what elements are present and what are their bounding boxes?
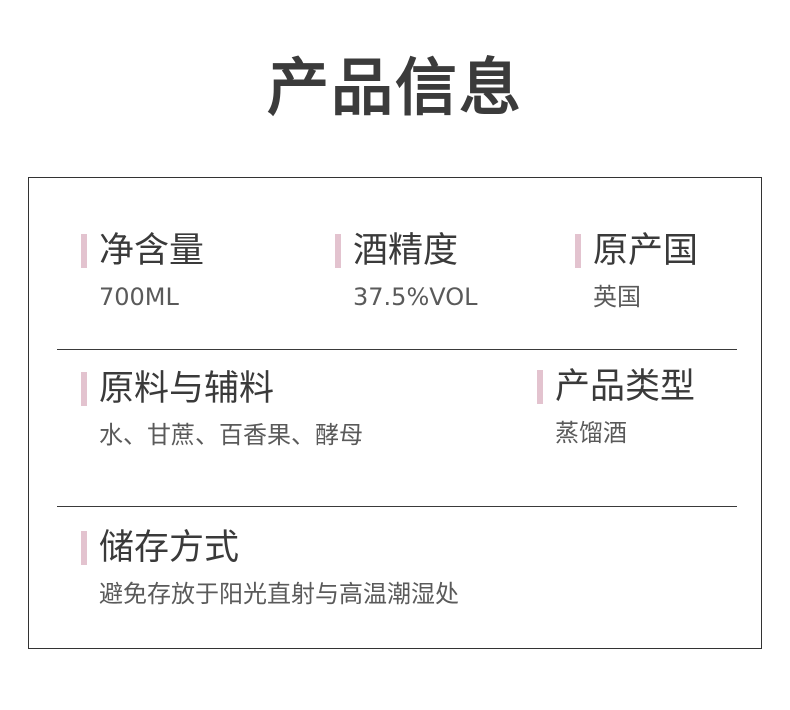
net-content-label: 净含量 xyxy=(81,231,204,271)
net-content-value: 700ML xyxy=(99,283,179,311)
ingredients-label: 原料与辅料 xyxy=(81,369,363,409)
storage-value: 避免存放于阳光直射与高温潮湿处 xyxy=(99,580,459,608)
ingredients-value: 水、甘蔗、百香果、酵母 xyxy=(99,421,363,449)
product-type-label: 产品类型 xyxy=(537,367,695,407)
product-type-value: 蒸馏酒 xyxy=(555,419,627,447)
abv-value: 37.5%VOL xyxy=(353,283,478,311)
storage-label: 储存方式 xyxy=(81,528,459,568)
divider-1 xyxy=(57,349,737,350)
storage-field: 储存方式 避免存放于阳光直射与高温潮湿处 xyxy=(81,528,459,609)
abv-field: 酒精度 37.5%VOL xyxy=(335,231,478,312)
net-content-field: 净含量 700ML xyxy=(81,231,204,312)
product-type-field: 产品类型 蒸馏酒 xyxy=(537,367,695,448)
page-title: 产品信息 xyxy=(266,51,523,124)
origin-label: 原产国 xyxy=(575,231,698,271)
abv-label: 酒精度 xyxy=(335,231,478,271)
ingredients-field: 原料与辅料 水、甘蔗、百香果、酵母 xyxy=(81,369,363,450)
product-info-card: 净含量 700ML 酒精度 37.5%VOL 原产国 英国 原料与辅料 水、甘蔗… xyxy=(28,177,762,649)
origin-field: 原产国 英国 xyxy=(575,231,698,312)
divider-2 xyxy=(57,506,737,507)
origin-value: 英国 xyxy=(593,283,641,311)
